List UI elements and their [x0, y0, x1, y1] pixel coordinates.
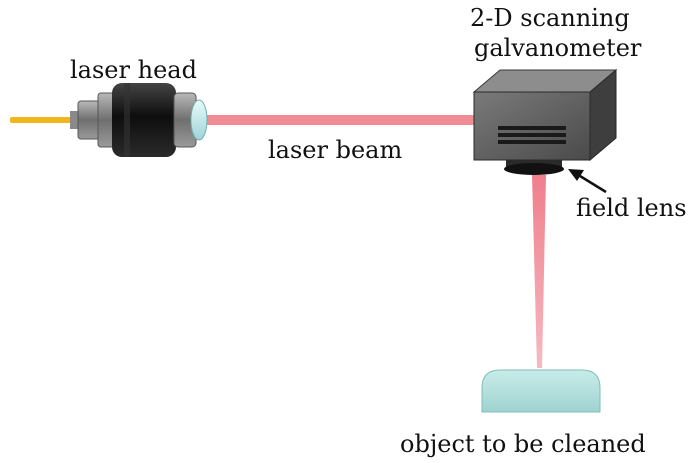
- field-lens-icon: [504, 160, 564, 175]
- galvanometer-label-line1: 2-D scanning: [470, 4, 630, 32]
- laser-beam-label: laser beam: [268, 136, 403, 164]
- field-lens-label: field lens: [576, 194, 687, 222]
- galvanometer-icon: [472, 68, 618, 162]
- object-label: object to be cleaned: [400, 430, 646, 458]
- optical-fiber-icon: [10, 117, 72, 123]
- laser-beam-horizontal: [205, 115, 483, 125]
- galvanometer-label-line2: galvanometer: [474, 34, 642, 62]
- cleaning-object-icon: [481, 369, 601, 413]
- laser-head-icon: [70, 83, 208, 157]
- laser-beam-vertical: [532, 175, 546, 368]
- laser-head-label: laser head: [70, 56, 197, 84]
- arrow-icon: [568, 169, 607, 194]
